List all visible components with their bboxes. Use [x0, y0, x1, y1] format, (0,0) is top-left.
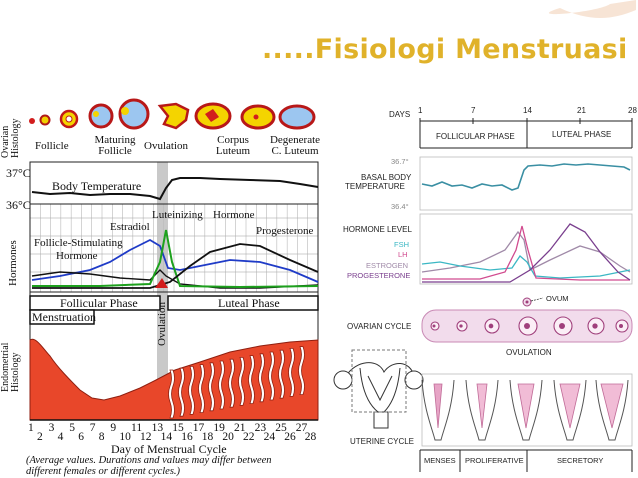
endometrial-histology-label: Endometrial Histology [0, 342, 21, 392]
note-line-1: (Average values. Durations and values ma… [26, 455, 272, 466]
body-temperature-line [31, 177, 319, 201]
temp-low-label: 36.4° [391, 202, 409, 211]
day-tick-label: 25 [275, 422, 287, 434]
menses-label: MENSES [424, 456, 456, 465]
day-tick-label: 3 [48, 422, 55, 434]
temp-high-label: 36.7° [391, 157, 409, 166]
page-title: .....Fisiologi Menstruasi [262, 34, 628, 65]
lh-line [422, 225, 630, 281]
estrogen-legend: ESTROGEN [366, 261, 409, 270]
endometrial-glands [168, 346, 305, 419]
maturing-follicle-label: Maturing Follicle [94, 134, 136, 157]
left-cycle-diagram [29, 98, 319, 421]
day-tick-label: 28 [304, 431, 317, 443]
luteal-phase-label: Luteal Phase [218, 296, 280, 310]
body-temperature-label: Body Temperature [52, 179, 142, 193]
right-luteal-phase: LUTEAL PHASE [552, 130, 612, 139]
day-tick-label: 18 [201, 431, 214, 443]
day-tick-label: 7 [89, 422, 96, 434]
ovum-label: OVUM [546, 294, 569, 303]
ovulation-band [157, 162, 168, 420]
right-day-tick: 28 [628, 106, 637, 115]
day-tick-label: 19 [213, 422, 225, 434]
right-day-tick: 1 [418, 106, 423, 115]
fsh-label: Follicle-Stimulating [34, 237, 123, 249]
ovarian-follicles [29, 98, 316, 130]
bbt-label-2: TEMPERATURE [345, 182, 405, 191]
uterus-illustration [333, 349, 424, 429]
estrogen-line [421, 230, 631, 273]
progesterone-label: Progesterone [256, 225, 314, 237]
fsh-legend: FSH [394, 240, 409, 249]
temp-36-label: 36°C [6, 198, 31, 212]
day-tick-label: 8 [98, 431, 105, 443]
right-follicular-phase: FOLLICULAR PHASE [436, 132, 515, 141]
follicle-label: Follicle [35, 140, 69, 152]
days-label: DAYS [389, 110, 411, 119]
ovarian-follicle-series [430, 316, 629, 336]
day-tick-label: 27 [295, 422, 308, 434]
estradiol-label: Estradiol [110, 221, 150, 233]
day-tick-label: 16 [181, 431, 193, 443]
uterine-cycle-label: UTERINE CYCLE [350, 437, 415, 446]
day-tick-label: 2 [37, 431, 43, 443]
day-tick-label: 22 [243, 431, 255, 443]
degenerate-label: Degenerate C. Luteum [269, 134, 321, 157]
day-tick-label: 24 [263, 431, 276, 443]
secretory-label: SECRETORY [557, 456, 604, 465]
uterine-lining-series [421, 379, 629, 441]
day-tick-label: 9 [110, 422, 117, 434]
follicular-phase-label: Follicular Phase [60, 296, 138, 310]
day-tick-label: 1 [28, 422, 34, 434]
day-tick-label: 11 [131, 422, 143, 434]
day-tick-label: 5 [69, 422, 75, 434]
ovulation-top-label: Ovulation [144, 140, 188, 152]
fsh-label-2: Hormone [56, 250, 98, 262]
day-tick-label: 20 [222, 431, 234, 443]
ovarian-histology-label: Ovarian Histology [0, 118, 21, 158]
right-day-tick: 21 [577, 106, 586, 115]
day-tick-label: 17 [192, 422, 205, 434]
day-tick-label: 23 [254, 422, 267, 434]
ovulation-label: OVULATION [506, 348, 552, 357]
hormone-level-label: HORMONE LEVEL [343, 225, 412, 234]
day-tick-label: 10 [119, 431, 131, 443]
fsh-line [421, 255, 631, 279]
ovarian-cycle-label: OVARIAN CYCLE [347, 322, 412, 331]
day-tick-label: 12 [140, 431, 152, 443]
estradiol-line [31, 238, 319, 283]
progesterone-line [422, 223, 631, 283]
menstruation-label: Menstruation [32, 310, 96, 324]
day-tick-label: 6 [78, 431, 84, 443]
day-tick-label: 15 [172, 422, 184, 434]
lh-line [32, 229, 319, 289]
day-tick-label: 13 [151, 422, 164, 434]
ovulation-vertical-label: Ovulation [156, 302, 168, 346]
bbt-label-1: BASAL BODY [361, 173, 412, 182]
right-cycle-diagram [333, 118, 633, 472]
day-tick-label: 26 [284, 431, 296, 443]
lh-legend: LH [398, 250, 408, 259]
note-line-2: different females or different cycles.) [26, 466, 181, 477]
hormone-label: Hormone [213, 209, 255, 221]
luteinizing-label: Luteinizing [152, 209, 203, 221]
day-tick-label: 4 [57, 431, 64, 443]
corpus-luteum-label: Corpus Luteum [215, 134, 251, 157]
progesterone-legend: PROGESTERONE [347, 271, 411, 280]
day-tick-label: 21 [234, 422, 246, 434]
fsh-line [31, 269, 319, 289]
day-tick-label: 14 [160, 431, 173, 443]
right-day-tick: 7 [471, 106, 476, 115]
bbt-line [421, 163, 631, 191]
red-lh-peak [155, 278, 168, 288]
day-axis-label: Day of Menstrual Cycle [111, 442, 227, 456]
right-day-tick: 14 [523, 106, 532, 115]
hormones-label: Hormones [7, 240, 19, 286]
proliferative-label: PROLIFERATIVE [465, 456, 524, 465]
temp-37-label: 37°C [6, 166, 31, 180]
